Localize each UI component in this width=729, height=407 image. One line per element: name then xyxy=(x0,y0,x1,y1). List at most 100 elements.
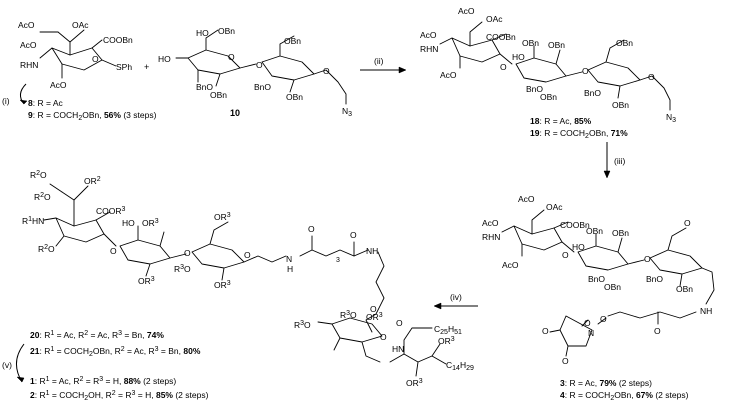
label-aco: AcO xyxy=(518,194,535,204)
label-o: O xyxy=(184,248,191,258)
label-o: O xyxy=(644,254,651,264)
label-o: O xyxy=(323,66,330,76)
label-amide-nh: NH xyxy=(700,306,712,316)
label-or3: OR3 xyxy=(142,218,159,228)
label-o: O xyxy=(562,250,569,260)
label-obn: OBn xyxy=(522,38,539,48)
label-or2: OR2 xyxy=(84,176,101,186)
compound-caption: 9: R = COCH2OBn, 56% (3 steps) xyxy=(28,110,157,122)
label-ho: HO xyxy=(196,28,209,38)
compound-caption: 1: R1 = Ac, R2 = R3 = H, 88% (2 steps) xyxy=(30,376,176,386)
label-ho: HO xyxy=(572,242,585,252)
label-or3: OR3 xyxy=(438,336,455,346)
label-obn: OBn xyxy=(286,92,303,102)
plus-sign: + xyxy=(144,62,149,72)
label-o: O xyxy=(648,72,655,82)
label-chain-count: 3 xyxy=(336,257,340,264)
label-o: O xyxy=(308,224,315,234)
label-o: O xyxy=(244,250,251,260)
step-label: (iii) xyxy=(614,156,625,166)
label-bno: BnO xyxy=(584,88,601,98)
label-o: O xyxy=(684,218,691,228)
label-ring-o: O xyxy=(228,52,235,62)
label-rhn: RHN xyxy=(20,60,38,70)
label-ring-o: O xyxy=(380,332,387,342)
compound-caption: 4: R = COCH2OBn, 67% (2 steps) xyxy=(560,390,689,402)
label-o: O xyxy=(370,304,377,314)
label-aco: AcO xyxy=(50,80,67,90)
label-alkyl-c25: C25H51 xyxy=(434,324,462,336)
label-o: O xyxy=(256,60,263,70)
label-aco: AcO xyxy=(18,20,35,30)
label-r2o: R2O xyxy=(38,244,55,254)
label-ho: HO xyxy=(122,218,135,228)
label-nh: NH xyxy=(366,246,378,256)
label-aco: AcO xyxy=(20,40,37,50)
label-bno: BnO xyxy=(526,84,543,94)
label-sph: SPh xyxy=(116,62,132,72)
label-r2o: R2O xyxy=(34,192,51,202)
label-oac: OAc xyxy=(72,20,89,30)
label-obn: OBn xyxy=(548,40,565,50)
compound-caption: 8: R = Ac xyxy=(28,98,63,108)
label-oac: OAc xyxy=(546,202,563,212)
label-bno: BnO xyxy=(646,274,663,284)
label-rhn: RHN xyxy=(420,44,438,54)
step-arrow xyxy=(16,343,25,383)
label-r1hn: R1HN xyxy=(22,216,44,226)
step-label: (i) xyxy=(2,96,10,106)
step-label: (v) xyxy=(2,360,12,370)
label-ho: HO xyxy=(512,52,525,62)
label-aco: AcO xyxy=(482,218,499,228)
trisaccharide-azide-structure: AcO OAc AcO RHN COOBn HO OBn OBn AcO O O… xyxy=(420,6,676,124)
compound-caption: 19: R = COCH2OBn, 71% xyxy=(530,128,628,140)
label-azide: N3 xyxy=(342,106,352,118)
label-bno: BnO xyxy=(588,274,605,284)
label-o: O xyxy=(350,230,357,240)
label-r3o: R3O xyxy=(340,310,357,320)
label-obn: OBn xyxy=(676,284,693,294)
label-ho: HO xyxy=(158,54,171,64)
label-aco: AcO xyxy=(440,70,457,80)
label-oac: OAc xyxy=(486,14,503,24)
label-obn: OBn xyxy=(210,90,227,100)
label-or3: OR3 xyxy=(214,280,231,290)
label-aco: AcO xyxy=(502,260,519,270)
compound-caption: 20: R1 = Ac, R2 = Ac, R3 = Bn, 74% xyxy=(30,330,164,340)
label-bno: BnO xyxy=(254,82,271,92)
nhs-ester-structure: AcO OAc AcO RHN COOBn HO OBn OBn AcO O O… xyxy=(482,194,715,366)
compound-caption: 18: R = Ac, 85% xyxy=(530,116,592,126)
label-h: H xyxy=(287,264,293,274)
compound-number: 10 xyxy=(230,108,240,118)
label-bno: BnO xyxy=(196,82,213,92)
label-o: O xyxy=(600,314,607,324)
step-label: (ii) xyxy=(374,56,384,66)
label-o: O xyxy=(542,326,549,336)
label-or3: OR3 xyxy=(214,212,231,222)
label-obn: OBn xyxy=(612,100,629,110)
label-hn: HN xyxy=(392,344,404,354)
label-nhs-n: N xyxy=(588,328,594,338)
label-coobn: COOBn xyxy=(103,35,133,45)
label-o: O xyxy=(584,318,591,328)
label-r2o: R2O xyxy=(30,170,47,180)
label-obn: OBn xyxy=(612,228,629,238)
label-obn: OBn xyxy=(218,26,235,36)
label-amide-nh: N xyxy=(286,254,292,264)
compound-caption: 21: R1 = COCH2OBn, R2 = Ac, R3 = Bn, 80% xyxy=(30,346,201,358)
label-o: O xyxy=(396,318,403,328)
label-obn: OBn xyxy=(616,38,633,48)
label-o: O xyxy=(500,62,507,72)
label-coobn: COOBn xyxy=(486,32,516,42)
label-ring-o: O xyxy=(92,54,99,64)
label-o: O xyxy=(110,246,117,256)
label-or3: OR3 xyxy=(406,378,423,388)
label-o: O xyxy=(582,66,589,76)
label-or3: OR3 xyxy=(366,312,383,322)
label-aco: AcO xyxy=(458,6,475,16)
label-azide: N3 xyxy=(666,112,676,124)
label-rhn: RHN xyxy=(482,232,500,242)
label-obn: OBn xyxy=(540,92,557,102)
compound-caption: 2: R1 = COCH2OH, R2 = R3 = H, 85% (2 ste… xyxy=(30,390,209,402)
